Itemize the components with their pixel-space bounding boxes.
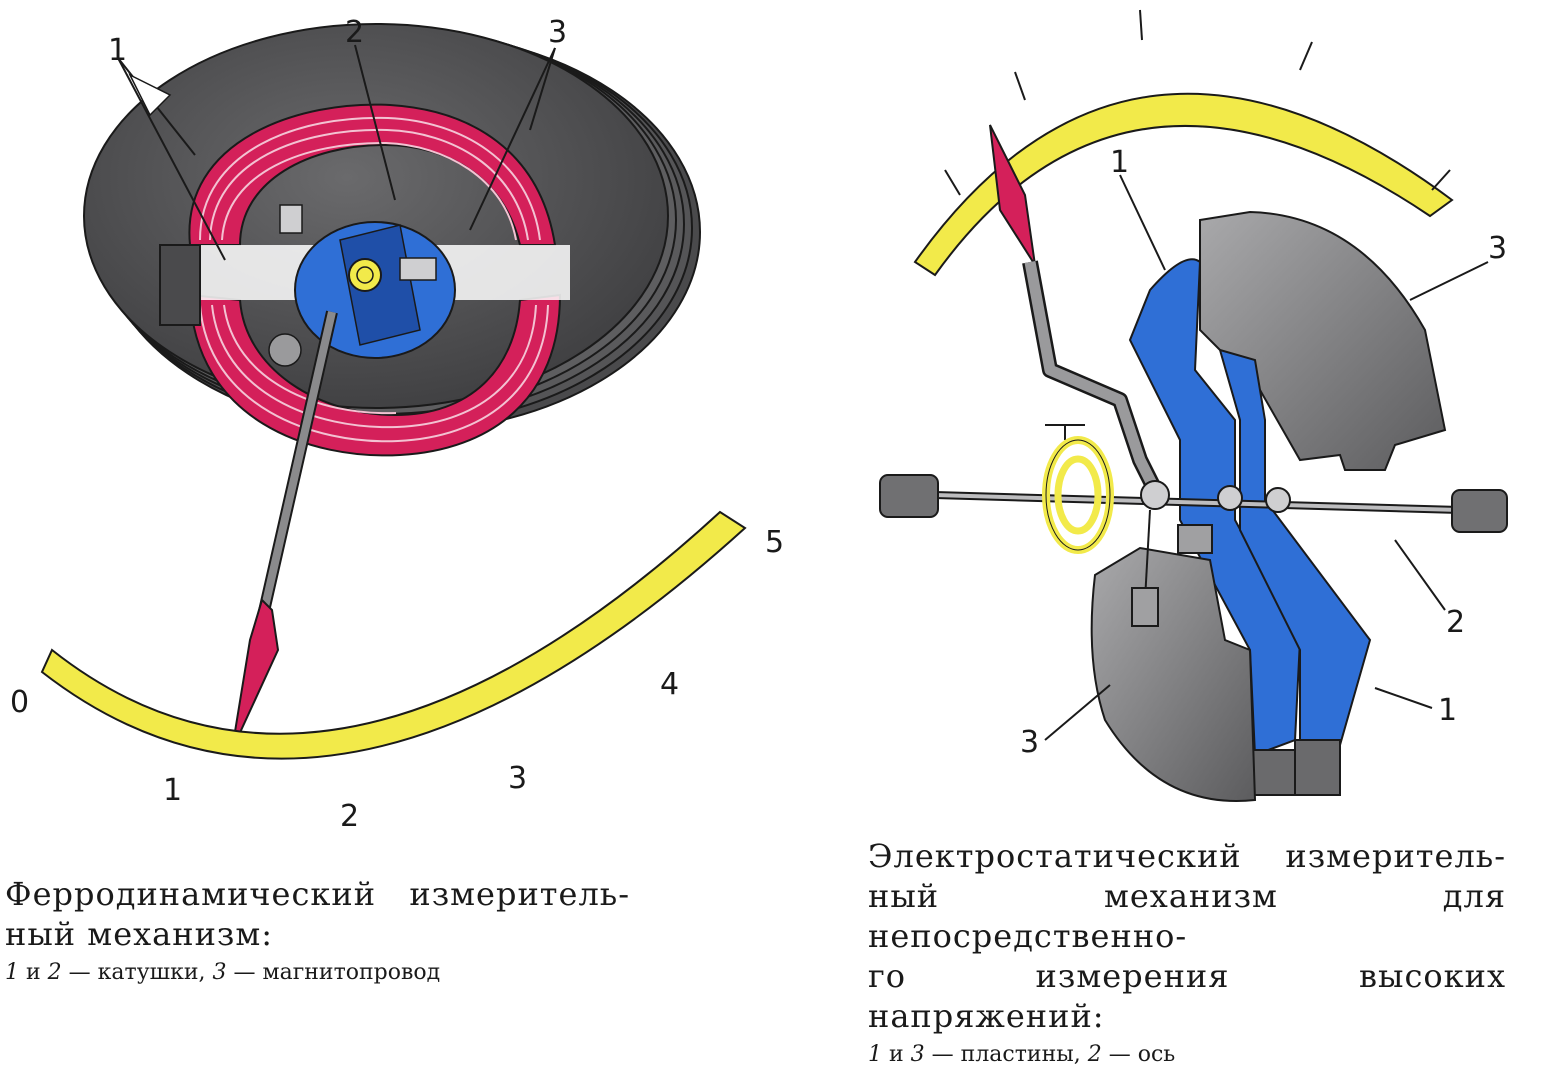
leader-lines-left (117, 44, 556, 261)
scale-mark-3: 3 (508, 761, 527, 796)
pointer-right (989, 124, 1168, 504)
diagram-canvas: 1 2 3 0 1 2 3 4 5 (10, 9, 1508, 834)
caption-right-title-line2: ный механизм для непосредственно- (868, 877, 1506, 955)
scale-mark-5: 5 (765, 525, 784, 560)
caption-left-title-line2: ный механизм: (5, 915, 274, 953)
label-plate-1-bottom: 1 (1438, 693, 1457, 728)
ferrodynamic-mechanism: 1 2 3 0 1 2 3 4 5 (10, 15, 784, 834)
label-coil-2: 2 (345, 15, 364, 50)
spiral-spring (1042, 424, 1114, 554)
caption-left: Ферродинамический измеритель- ный механи… (5, 874, 630, 988)
label-coil-1: 1 (108, 33, 127, 68)
scale-mark-1: 1 (163, 773, 182, 808)
scale-mark-2: 2 (340, 799, 359, 834)
caption-right-legend: 1 и 3 — пластины, 2 — ось (868, 1042, 1176, 1067)
axis-2 (879, 474, 1508, 533)
label-plate-3-bottom: 3 (1020, 725, 1039, 760)
caption-right-title-line3: го измерения высоких напряжений: (868, 957, 1506, 1035)
label-plate-1-top: 1 (1110, 145, 1129, 180)
pointer-left (231, 310, 338, 751)
fixed-plate-3-upper (1199, 210, 1447, 471)
label-core-3: 3 (548, 15, 567, 50)
scale-mark-4: 4 (660, 667, 679, 702)
scale-right (913, 9, 1454, 277)
leader-arrow-white (128, 73, 172, 117)
label-plate-3-top: 3 (1488, 231, 1507, 266)
caption-left-title-line1: Ферродинамический измеритель- (5, 875, 630, 913)
caption-left-legend: 1 и 2 — катушки, 3 — магнитопровод (5, 960, 441, 985)
counterweight (1131, 509, 1213, 627)
leader-lines-right (1044, 174, 1489, 741)
coils (188, 103, 562, 457)
label-axis-2: 2 (1446, 605, 1465, 640)
caption-right-title-line1: Электростатический измеритель- (868, 837, 1506, 875)
core-pole-left (159, 244, 201, 326)
electrostatic-mechanism: 1 3 2 1 3 (879, 9, 1508, 802)
caption-right: Электростатический измеритель- ный механ… (868, 836, 1506, 1070)
scale-left (40, 510, 747, 760)
scale-mark-0: 0 (10, 685, 29, 720)
